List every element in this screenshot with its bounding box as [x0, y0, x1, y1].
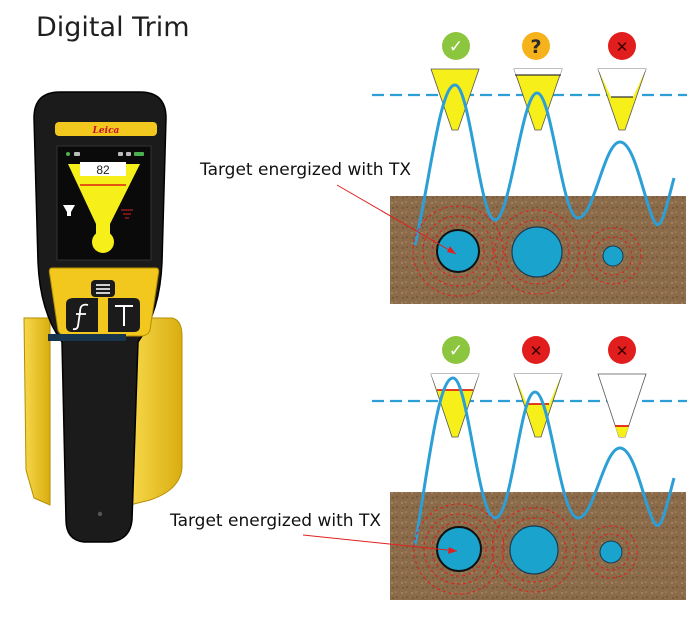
status-badge-1-3: ✕: [608, 32, 636, 60]
trumpet-indicator-2-2: [513, 373, 563, 438]
screen-mini-trumpet-icon: [63, 205, 75, 216]
diagram-panel-2: ✓ ✕ ✕: [302, 336, 687, 600]
callout-arrow-2-head: [448, 547, 457, 554]
signal-wave-2: [413, 376, 676, 546]
target-pipe-2-1: [436, 526, 482, 572]
target-pipe-1-3: [602, 245, 624, 267]
trim-t-icon: [115, 305, 133, 326]
svg-text:✓: ✓: [449, 341, 463, 361]
menu-button[interactable]: [91, 280, 115, 297]
target-pipe-2-3: [599, 540, 623, 564]
device-keypad-panel: [48, 267, 160, 337]
signal-wave-1: [413, 83, 676, 246]
svg-text:?: ?: [530, 36, 541, 58]
trim-button[interactable]: [108, 298, 140, 332]
device-handle-screw: [97, 511, 103, 517]
page-title: Digital Trim: [36, 12, 190, 43]
trumpet-indicator-2-3: [597, 373, 647, 438]
svg-text:✕: ✕: [530, 342, 543, 360]
device-right-wing: [129, 317, 183, 506]
screen-status-icons: [66, 152, 144, 156]
trumpet-indicator-1-3: [597, 68, 647, 131]
callout-arrow-2: [302, 534, 458, 552]
locator-device: Leica 82: [23, 91, 183, 543]
device-trigger-bar: [48, 334, 126, 341]
callout-arrow-1: [336, 184, 457, 255]
status-badge-1-2: ?: [522, 32, 550, 60]
svg-text:✕: ✕: [616, 38, 629, 56]
callout-arrow-1-head: [447, 246, 456, 254]
callout-label-1: Target energized with TX: [200, 160, 411, 180]
function-f-icon: [72, 303, 89, 331]
target-pipe-1-2: [511, 226, 563, 278]
screen-mode-icon: [121, 209, 133, 219]
screen-signal-trumpet: [68, 164, 140, 234]
diagram-panel-1: ✓ ? ✕: [336, 32, 687, 304]
device-left-wing: [23, 317, 51, 506]
trumpet-indicator-1-2: [513, 68, 563, 131]
status-badge-2-1: ✓: [442, 336, 470, 364]
screen-signal-bulb: [92, 231, 114, 253]
brand-logo: Leica: [92, 126, 120, 136]
callout-label-2: Target energized with TX: [170, 511, 381, 531]
function-button[interactable]: [66, 298, 98, 332]
status-badge-1-1: ✓: [442, 32, 470, 60]
menu-icon: [96, 284, 110, 294]
screen-reading-box: [80, 162, 126, 176]
status-badge-2-3: ✕: [608, 336, 636, 364]
trumpet-indicator-1-1: [430, 68, 480, 131]
status-badge-2-2: ✕: [522, 336, 550, 364]
screen-reading: 82: [96, 163, 110, 177]
field-rings-2: [413, 503, 638, 595]
target-pipe-1-1: [436, 229, 480, 273]
device-top-strip: [55, 122, 157, 136]
target-pipe-2-2: [509, 525, 559, 575]
svg-text:✓: ✓: [449, 37, 463, 57]
field-rings-1: [412, 205, 642, 297]
svg-text:✕: ✕: [616, 342, 629, 360]
